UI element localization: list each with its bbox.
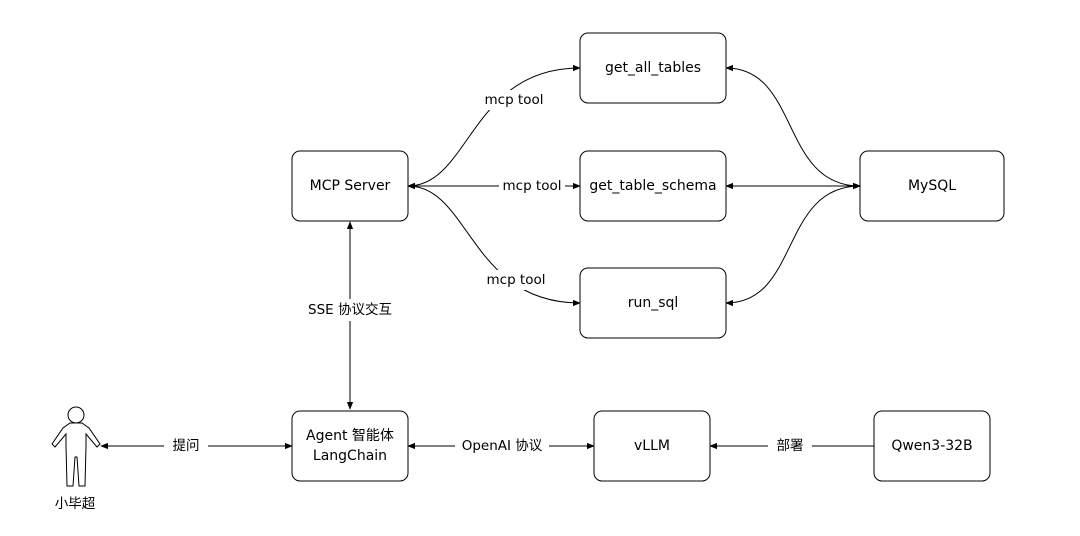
node-qwen: Qwen3-32B bbox=[873, 410, 991, 482]
node-mysql: MySQL bbox=[859, 150, 1005, 222]
node-agent: Agent 智能体 LangChain bbox=[291, 410, 409, 482]
label-bg-sse bbox=[298, 299, 402, 321]
node-label-agent-line1: Agent 智能体 bbox=[306, 428, 394, 444]
node-label-vllm: vLLM bbox=[634, 438, 670, 454]
node-get-all-tables: get_all_tables bbox=[579, 32, 727, 104]
label-bg-mcp-tool-bottom bbox=[481, 270, 551, 290]
node-mcp-server: MCP Server bbox=[291, 150, 409, 222]
edge-label-mcp-tool-bottom: mcp tool bbox=[487, 272, 546, 288]
edge-mysql-to-run-sql bbox=[725, 182, 861, 307]
node-label-get-table-schema: get_table_schema bbox=[589, 178, 716, 194]
label-bg-openai bbox=[455, 436, 549, 456]
label-bg-mcp-tool-top bbox=[479, 90, 549, 110]
edge-labels: mcp tool mcp tool mcp tool SSE 协议交互 提问 O… bbox=[164, 90, 812, 456]
edge-label-sse: SSE 协议交互 bbox=[308, 301, 392, 318]
edge-label-ask: 提问 bbox=[173, 438, 200, 454]
node-run-sql: run_sql bbox=[579, 267, 727, 339]
node-label-run-sql: run_sql bbox=[628, 295, 679, 311]
node-get-table-schema: get_table_schema bbox=[579, 150, 727, 222]
node-label-mcp-server: MCP Server bbox=[310, 178, 391, 194]
person-icon bbox=[51, 406, 101, 487]
edge-mcp-to-run-sql bbox=[407, 182, 581, 307]
label-bg-mcp-tool-mid bbox=[499, 176, 565, 196]
edge-label-mcp-tool-mid: mcp tool bbox=[503, 178, 562, 194]
edge-label-deploy: 部署 bbox=[777, 438, 804, 454]
node-label-mysql: MySQL bbox=[908, 178, 956, 194]
edges bbox=[100, 64, 874, 450]
node-vllm: vLLM bbox=[593, 410, 711, 482]
label-bg-ask bbox=[164, 436, 208, 456]
edge-mysql-to-get-all-tables bbox=[725, 64, 861, 190]
label-bg-deploy bbox=[768, 436, 812, 456]
edge-label-mcp-tool-top: mcp tool bbox=[485, 92, 544, 108]
edge-label-openai: OpenAI 协议 bbox=[462, 438, 543, 454]
actor-label: 小毕超 bbox=[55, 496, 96, 512]
node-label-get-all-tables: get_all_tables bbox=[605, 60, 701, 76]
edge-mcp-to-get-all-tables bbox=[407, 64, 581, 190]
node-label-qwen: Qwen3-32B bbox=[891, 438, 972, 454]
node-label-agent-line2: LangChain bbox=[313, 448, 387, 464]
